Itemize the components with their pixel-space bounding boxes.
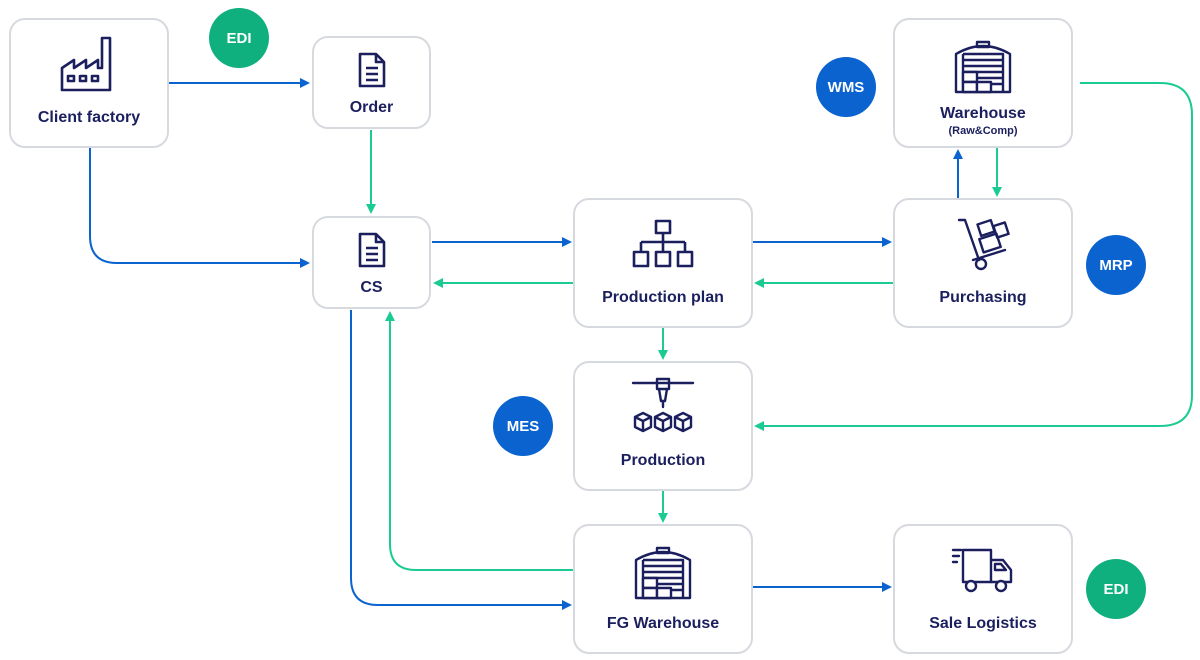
truck-icon — [951, 548, 1013, 593]
hand-truck-icon — [957, 218, 1010, 271]
link-warehouse-to-production — [754, 82, 1193, 431]
link-client-to-cs — [89, 148, 310, 268]
node-purchasing[interactable]: Purchasing — [893, 198, 1073, 328]
node-production-plan[interactable]: Production plan — [573, 198, 753, 328]
node-label: Sale Logistics — [929, 615, 1037, 632]
hierarchy-icon — [632, 219, 694, 268]
node-order[interactable]: Order — [312, 36, 431, 129]
node-label: FG Warehouse — [606, 615, 720, 632]
document-icon — [358, 232, 385, 268]
factory-icon — [60, 36, 112, 92]
node-label: Production — [620, 452, 706, 469]
warehouse-icon — [954, 40, 1012, 94]
warehouse-icon — [634, 546, 692, 600]
node-label: Production plan — [602, 289, 724, 306]
badge-edi-bottom: EDI — [1086, 559, 1146, 619]
badge-wms: WMS — [816, 57, 876, 117]
node-cs[interactable]: CS — [312, 216, 431, 309]
node-label: Client factory — [37, 109, 141, 126]
link-cs-to-fg — [350, 310, 572, 610]
node-label: Purchasing — [939, 289, 1027, 306]
node-label: Order — [349, 99, 394, 116]
node-sublabel: (Raw&Comp) — [948, 125, 1018, 137]
link-fg-to-cs — [385, 311, 573, 571]
badge-mrp: MRP — [1086, 235, 1146, 295]
badge-mes: MES — [493, 396, 553, 456]
assembly-line-icon — [631, 377, 695, 433]
node-label: Warehouse — [940, 105, 1026, 122]
document-icon — [358, 52, 385, 88]
node-production[interactable]: Production — [573, 361, 753, 491]
node-sale-logistics[interactable]: Sale Logistics — [893, 524, 1073, 654]
node-label: CS — [360, 279, 383, 296]
node-client-factory[interactable]: Client factory — [9, 18, 169, 148]
badge-edi-top: EDI — [209, 8, 269, 68]
node-fg-warehouse[interactable]: FG Warehouse — [573, 524, 753, 654]
node-warehouse[interactable]: Warehouse (Raw&Comp) — [893, 18, 1073, 148]
